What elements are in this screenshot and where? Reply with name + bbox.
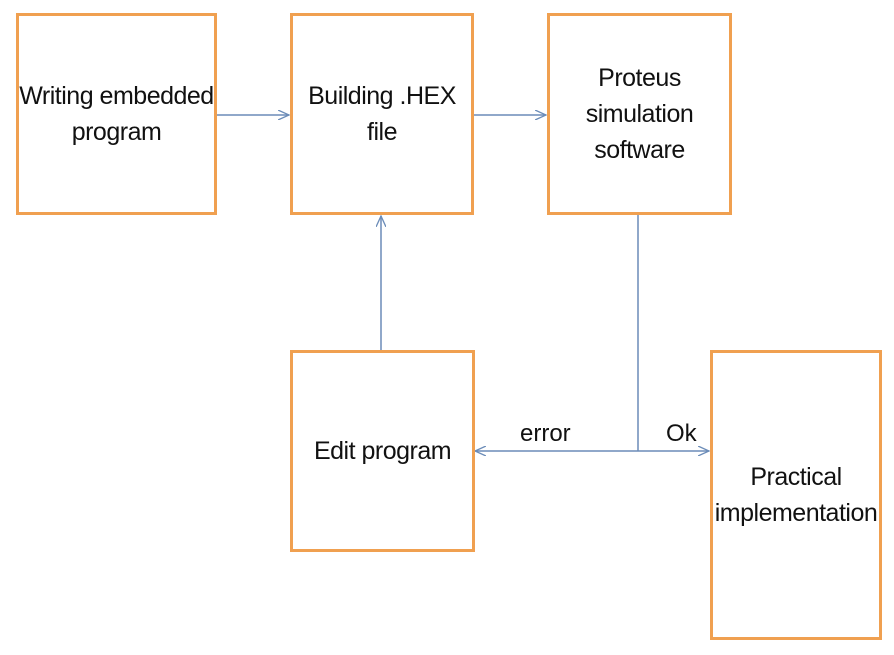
node-writing-embedded-program: Writing embedded program [16,13,217,215]
node-building-hex-file: Building .HEX file [290,13,474,215]
node-writing-label: Writing embedded program [19,81,214,146]
node-practical-implementation: Practical implementation [710,350,882,640]
edge-label-error: error [520,420,571,447]
node-proteus-simulation-software: Proteus simulation software [547,13,732,215]
node-edit-program: Edit program [290,350,475,552]
node-edit-label: Edit program [313,436,452,465]
edge-label-ok: Ok [666,420,697,447]
node-building-label: Building .HEX file [308,81,456,146]
node-proteus-label: Proteus simulation software [585,63,694,165]
node-practical-label: Practical implementation [714,462,878,527]
